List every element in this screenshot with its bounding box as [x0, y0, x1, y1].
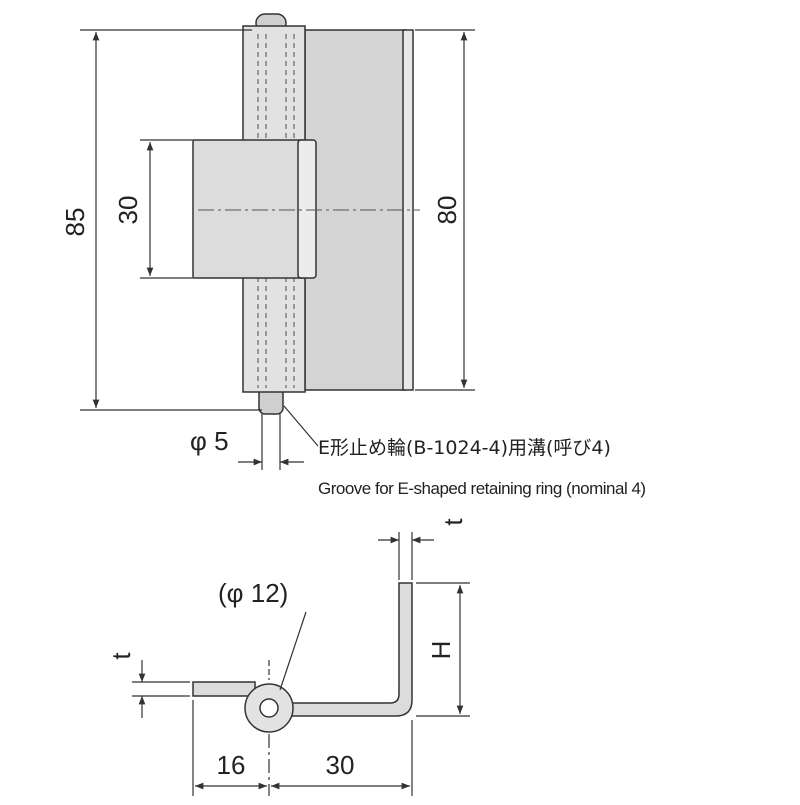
dim-30-knuckle-label: 30	[113, 196, 143, 225]
groove-note-jp: E形止め輪(B-1024-4)用溝(呼び4)	[318, 437, 611, 459]
dim-t-left-label: t	[106, 652, 136, 660]
dim-85	[80, 29, 262, 411]
front-view	[192, 13, 420, 415]
dim-85-label: 85	[60, 208, 90, 237]
dim-h-label: H	[426, 641, 456, 660]
dim-80-label: 80	[432, 196, 462, 225]
groove-leader	[283, 405, 319, 447]
side-pin	[259, 698, 279, 718]
dim-h	[416, 582, 470, 717]
dim-t-top-label: t	[438, 518, 468, 526]
dim-phi12-label: (φ 12)	[218, 578, 288, 608]
dim-30-offset-label: 30	[326, 750, 355, 780]
left-knuckle-cap	[297, 139, 317, 279]
side-right-leaf	[279, 582, 413, 717]
dim-30-knuckle	[140, 139, 192, 279]
side-view	[192, 582, 413, 733]
dim-t-left	[132, 660, 190, 718]
groove-note-en: Groove for E-shaped retaining ring (nomi…	[318, 479, 646, 498]
left-leaf-block	[192, 139, 306, 279]
dim-t-top	[378, 532, 434, 580]
dim-16-label: 16	[217, 750, 246, 780]
dim-phi5-label: φ 5	[190, 426, 229, 456]
phi12-leader	[279, 611, 307, 691]
dim-phi5	[238, 414, 304, 470]
dim-bottom	[192, 660, 413, 796]
dim-80	[415, 29, 475, 391]
side-left-leaf	[192, 681, 256, 697]
